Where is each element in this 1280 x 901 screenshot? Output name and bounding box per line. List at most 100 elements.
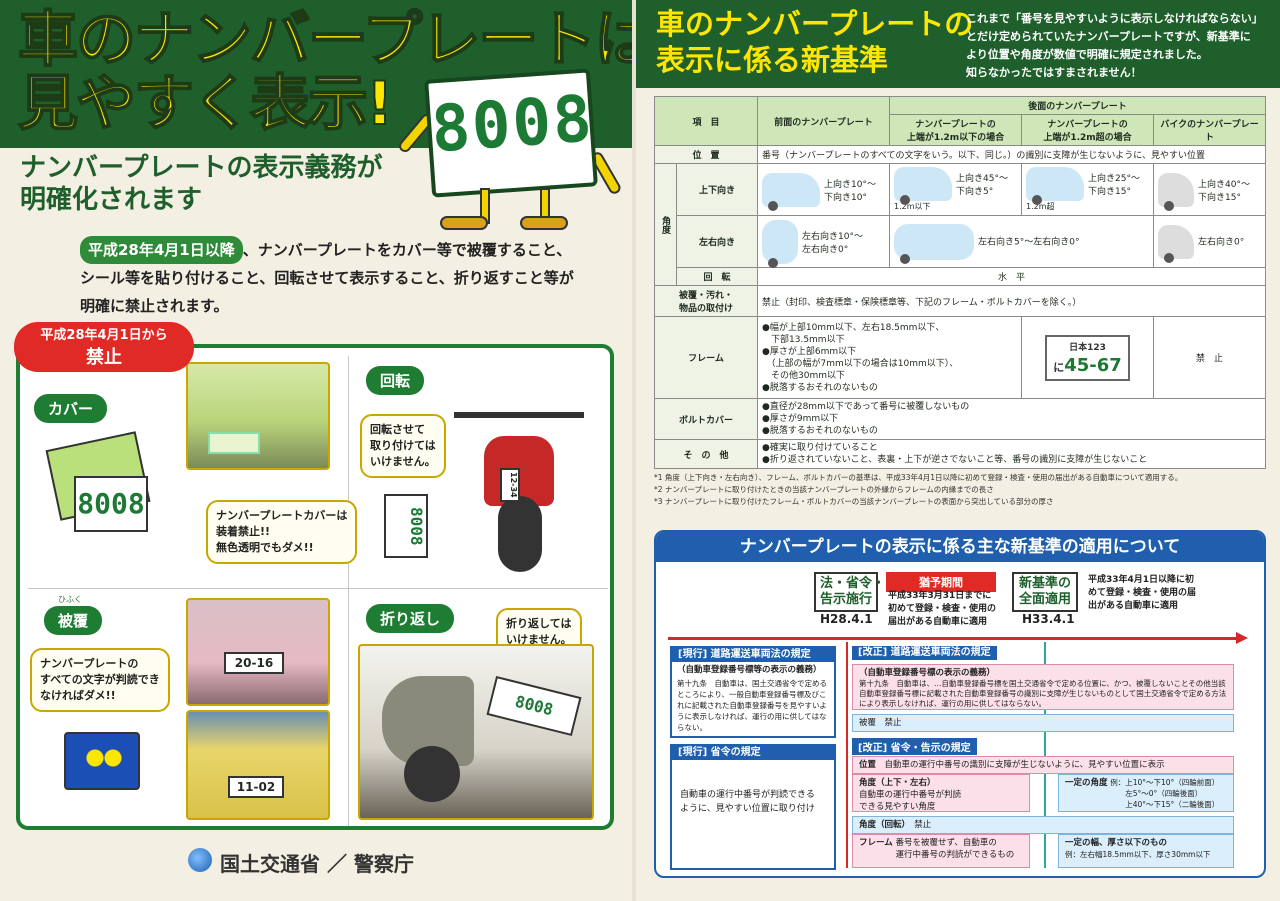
table-row-leftright: 左右向き 左右向き10°～ 左右向き0° 左右向き5°～左右向き0° 左右向き0… xyxy=(655,215,1266,268)
cell-position: 番号（ナンバープレートのすべての文字をいう。以下、同じ。）の識別に支障が生じない… xyxy=(757,145,1266,164)
new-frame-row: フレーム 番号を被覆せず、自動車の 運行中番号の判読ができるもの xyxy=(852,834,1030,868)
scooter-wheel xyxy=(404,746,460,802)
photo-yellow-car: 11-02 xyxy=(186,710,330,820)
new-law-heading: [改正] 道路運送車両法の規定 xyxy=(852,646,997,660)
new-position-row: 位置 自動車の運行中番号の識別に支障が生じないように、見やすい位置に表示 xyxy=(852,756,1234,774)
car-rear-low-icon xyxy=(894,167,952,205)
th-rear-high: ナンバープレートの 上端が1.2m超の場合 xyxy=(1021,114,1154,146)
motorcycle-wheel xyxy=(498,496,542,572)
grace-period-label: 猶予期間 xyxy=(886,572,996,592)
photo-pink-car: 20-16 xyxy=(186,598,330,706)
timeline-arrow-line xyxy=(668,637,1238,640)
cell-updown-rear-high: 上向き25°～ 下向き15°1.2m超 xyxy=(1021,163,1154,216)
bike-side-icon xyxy=(1158,172,1194,211)
milestone-full-box: 新基準の 全面適用 xyxy=(1012,572,1078,612)
car-front-icon xyxy=(762,172,820,211)
photo-car-cover xyxy=(186,362,330,470)
cell-leftright-rear: 左右向き5°～左右向き0° xyxy=(889,215,1154,268)
cell-other: ●確実に取り付けていること ●折り返されていないこと、表裏・上下が逆さでないこと… xyxy=(757,439,1266,469)
cell-updown-rear-low: 上向き45°～ 下向き5°1.2m以下 xyxy=(889,163,1022,216)
cell-updown-front: 上向き10°～ 下向き10° xyxy=(757,163,890,216)
table-row-cover: 被覆・汚れ・ 物品の取付け 禁止（封印、検査標章・保険標章等、下記のフレーム・ボ… xyxy=(654,285,1266,317)
timeline-arrowhead-icon xyxy=(1236,632,1248,644)
milestone-enforcement-box: 法・省令・ 告示施行 xyxy=(814,572,885,612)
th-rear-low: ナンバープレートの 上端が1.2m以下の場合 xyxy=(889,114,1022,146)
left-page-title: 車のナンバープレートは 見やすく表示! xyxy=(17,5,632,139)
right-intro-text: これまで「番号を見やすいように表示しなければならない」 とだけ定められていたナン… xyxy=(966,12,1263,79)
table-subheader-row: ナンバープレートの 上端が1.2m以下の場合 ナンバープレートの 上端が1.2m… xyxy=(655,114,1266,146)
label-leftright: 左右向き xyxy=(676,215,758,268)
label-other: そ の 他 xyxy=(654,439,758,469)
old-ordinance-box: [現行] 省令の規定 自動車の運行中番号が判読できる ように、見やすい位置に取り… xyxy=(670,744,836,870)
old-law-box: [現行] 道路運送車両法の規定 （自動車登録番号標等の表示の義務） 第十九条 自… xyxy=(670,646,836,738)
table-header-row: 項 目 前面のナンバープレート 後面のナンバープレート xyxy=(654,96,1266,146)
car-top-front-icon xyxy=(762,219,798,268)
old-ordinance-heading: [現行] 省令の規定 xyxy=(672,746,834,760)
bubble-rotate: 回転させて 取り付けては いけません。 xyxy=(360,414,446,478)
label-updown: 上下向き xyxy=(676,163,758,216)
cell-updown-bike: 上向き40°～ 下向き15° xyxy=(1153,163,1266,216)
cell-frame-diagram: 日本123 に45-67 xyxy=(1021,316,1154,399)
new-angle-row: 角度（上下・左右） 自動車の運行中番号が判読 できる見やすい角度 xyxy=(852,774,1030,812)
ministry-credit: 国土交通省 ／ 警察庁 xyxy=(220,852,414,876)
bubble-cover: ナンバープレートカバーは 装着禁止!! 無色透明でもダメ!! xyxy=(206,500,358,564)
footnote-2: *2 ナンバープレートに取り付けたときの当該ナンバープレートの外縁からフレームの… xyxy=(654,485,994,494)
section-tag-cover: カバー xyxy=(34,394,108,423)
label-rotate: 回 転 xyxy=(676,267,758,286)
panel-divider-horizontal xyxy=(28,588,608,589)
new-angle-fixed-row: 一定の角度 例：上10°～下10°（四輪前面） 左5°～0°（四輪後面） 上40… xyxy=(1058,774,1234,812)
mascot-foot-right xyxy=(520,216,568,230)
new-frame-fixed-row: 一定の幅、厚さ以下のもの 例：左右幅18.5mm以下、厚さ30mm以下 xyxy=(1058,834,1234,868)
covered-plate xyxy=(208,432,260,454)
right-page-title: 車のナンバープレートの 表示に係る新基準 xyxy=(656,7,974,77)
car-rear-high-icon xyxy=(1026,167,1084,205)
cell-bolt: ●直径が28mm以下であって番号に被覆しないもの ●厚さが9mm以下 ●脱落する… xyxy=(757,398,1266,440)
old-law-subheading: （自動車登録番号標等の表示の義務） xyxy=(677,665,822,675)
left-page: 車のナンバープレートは 見やすく表示! 8008 ナンバープレートの表示義務が … xyxy=(0,0,632,901)
page-gutter xyxy=(632,0,636,901)
table-footnotes: *1 角度（上下向き・左右向き）、フレーム、ボルトカバーの基準は、平成33年4月… xyxy=(654,472,1266,508)
mascot-foot-left xyxy=(440,216,488,230)
old-ordinance-text: 自動車の運行中番号が判読できる ように、見やすい位置に取り付け xyxy=(680,790,815,814)
label-position: 位 置 xyxy=(654,145,758,164)
photo-scooter-fold: 8008 xyxy=(358,644,594,820)
panel-divider-vertical xyxy=(348,356,349,826)
bike-top-icon xyxy=(1158,224,1194,263)
old-law-text: 第十九条 自動車は、国土交通省令で定めるところにより、一般自動車登録番号標及びこ… xyxy=(677,679,827,732)
new-law-text-box: （自動車登録番号標の表示の義務） 第十九条 自動車は、…自動車登録番号標を国土交… xyxy=(852,664,1234,710)
table-row-bolt: ボルトカバー ●直径が28mm以下であって番号に被覆しないもの ●厚さが9mm以… xyxy=(654,398,1266,440)
new-law-cover-row: 被覆 禁止 xyxy=(852,714,1234,732)
timeline-marker-h33 xyxy=(1044,642,1046,868)
th-bike: バイクのナンバープレート xyxy=(1153,114,1266,146)
folded-plate-mascot: 8008 xyxy=(486,675,582,737)
cover-mascot-plate: 8008 xyxy=(74,476,148,532)
new-ordinance-heading: [改正] 省令・告示の規定 xyxy=(852,738,977,755)
section-tag-fold: 折り返し xyxy=(366,604,455,633)
mascot-with-cover: 8008 xyxy=(45,431,162,558)
motorcycle-handlebar xyxy=(454,412,584,418)
ban-badge-label: 禁止 xyxy=(86,347,122,368)
table-row-updown: 角度 上下向き 上向き10°～ 下向き10° 上向き45°～ 下向き5°1.2m… xyxy=(654,163,1266,286)
bubble-hifuku: ナンバープレートの すべての文字が判読でき なければダメ!! xyxy=(30,648,170,712)
schedule-panel: ナンバープレートの表示に係る主な新基準の適用について 法・省令・ 告示施行 H2… xyxy=(654,530,1266,878)
timeline-marker-h28 xyxy=(846,642,848,868)
ban-start-badge: 平成28年4月1日から 禁止 xyxy=(14,322,194,372)
right-title-banner xyxy=(636,0,1280,88)
hifuku-mascot xyxy=(64,732,140,790)
milestone-full-text: 平成33年4月1日以降に初 めて登録・検査・使用の届 出がある自動車に適用 xyxy=(1088,575,1197,611)
mascot-plate-number: 8008 xyxy=(429,82,596,168)
label-cover: 被覆・汚れ・ 物品の取付け xyxy=(654,285,758,317)
effective-date-pill: 平成28年4月1日以降 xyxy=(80,236,243,264)
rotated-mascot: 8008 xyxy=(384,494,428,558)
car-top-rear-icon xyxy=(894,223,974,264)
grace-period-text: 平成33年3月31日までに 初めて登録・検査・使用の 届出がある自動車に適用 xyxy=(888,591,997,627)
table-row-frame: フレーム ●幅が上部10mm以下、左右18.5mm以下、 下部13.5mm以下 … xyxy=(654,316,1266,399)
footnote-3: *3 ナンバープレートに取り付けたフレーム・ボルトカバーの当該ナンバープレートの… xyxy=(654,497,1054,506)
label-bolt: ボルトカバー xyxy=(654,398,758,440)
cell-rotate: 水 平 xyxy=(757,267,1266,286)
section-tag-rotate: 回転 xyxy=(366,366,425,395)
label-angle: 角度 xyxy=(654,163,677,286)
th-front: 前面のナンバープレート xyxy=(757,96,890,146)
right-page: 車のナンバープレートの 表示に係る新基準 これまで「番号を見やすいように表示しな… xyxy=(636,0,1280,901)
pink-car-plate: 20-16 xyxy=(224,652,284,674)
